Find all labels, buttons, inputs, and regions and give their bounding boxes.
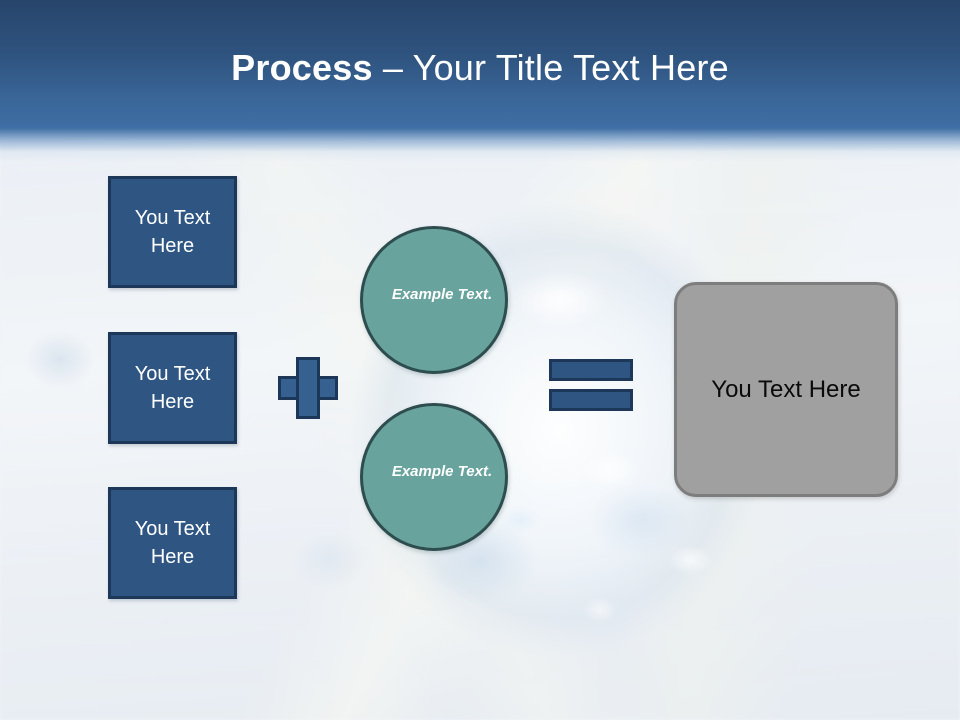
result-box[interactable]: You Text Here [674, 282, 898, 497]
example-circle-1-label: Example Text. [391, 285, 493, 303]
page-title-separator: – [372, 47, 413, 88]
input-box-3-label: You Text Here [134, 518, 211, 568]
example-circle-2-label: Example Text. [391, 462, 493, 480]
equals-icon-bottom-bar [549, 389, 633, 411]
input-box-1[interactable]: You Text Here [108, 176, 237, 288]
input-box-2[interactable]: You Text Here [108, 332, 237, 444]
header-gradient-fade [0, 128, 960, 162]
result-box-label: You Text Here [711, 375, 861, 403]
page-title: Process – Your Title Text Here [0, 47, 960, 89]
plus-icon [278, 357, 338, 419]
example-circle-2[interactable]: Example Text. [360, 403, 508, 551]
example-circle-1[interactable]: Example Text. [360, 226, 508, 374]
input-box-2-label: You Text Here [134, 363, 211, 413]
input-box-3[interactable]: You Text Here [108, 487, 237, 599]
input-box-1-label: You Text Here [134, 207, 211, 257]
header-band [0, 0, 960, 128]
page-title-bold: Process [231, 47, 373, 88]
equals-icon [549, 359, 633, 411]
plus-icon-vertical-bar [296, 357, 320, 419]
page-title-rest: Your Title Text Here [412, 47, 729, 88]
equals-icon-top-bar [549, 359, 633, 381]
